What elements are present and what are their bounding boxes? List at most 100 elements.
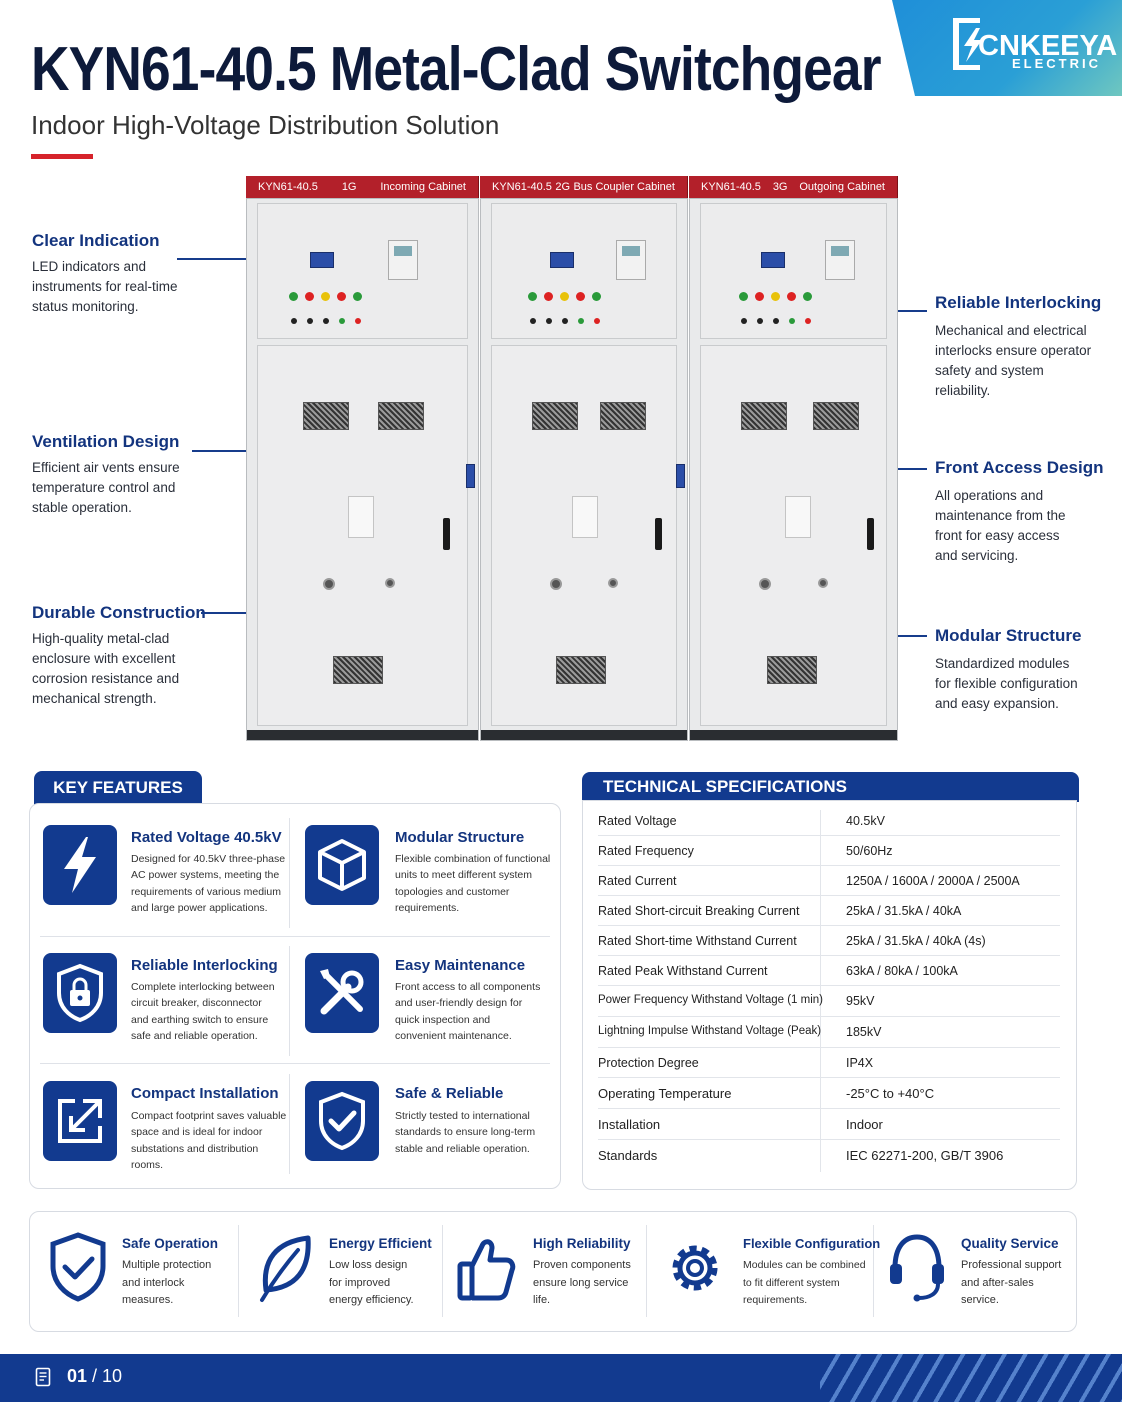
spec-key: Operating Temperature — [598, 1086, 732, 1101]
cabinet-1g-body — [246, 198, 479, 741]
benefit-title: Flexible Configuration — [743, 1236, 881, 1251]
callout-line: All operations and — [935, 488, 1044, 503]
document-frame-icon — [785, 496, 811, 538]
benefit-line: Proven components — [533, 1259, 631, 1271]
callout-line: interlocks ensure operator — [935, 343, 1092, 358]
control-button-icon — [562, 318, 568, 324]
brand-subtitle: ELECTRIC — [1012, 56, 1101, 71]
compact-icon — [43, 1081, 117, 1161]
callout-durable-construction: Durable Construction High-quality metal-… — [32, 603, 206, 709]
callout-title: Clear Indication — [32, 231, 160, 250]
operating-knob-icon — [385, 578, 395, 588]
brand-logo-banner — [892, 0, 1122, 96]
spec-value: 50/60Hz — [846, 844, 893, 858]
page-title: KYN61-40.5 Metal-Clad Switchgear — [31, 35, 881, 104]
indicator-display-icon — [761, 252, 785, 268]
spec-key: Power Frequency Withstand Voltage (1 min… — [598, 994, 823, 1006]
divider — [646, 1225, 647, 1317]
callout-line: High-quality metal-clad — [32, 631, 170, 646]
control-button-icon — [578, 318, 584, 324]
feature-description: Front access to all components and user-… — [395, 979, 540, 1044]
benefit-description: Multiple protection and interlock measur… — [122, 1257, 211, 1310]
led-red-icon — [337, 292, 346, 301]
benefits-strip — [29, 1211, 1077, 1332]
feature-title: Rated Voltage 40.5kV — [131, 829, 282, 846]
document-frame-icon — [348, 496, 374, 538]
interlock-indicator-icon — [676, 464, 685, 488]
callout-line: Mechanical and electrical — [935, 323, 1087, 338]
benefit-line: to fit different system — [743, 1276, 840, 1289]
cabinet-header-1g: KYN61-40.5 1G Incoming Cabinet — [246, 176, 479, 198]
meter-icon — [825, 240, 855, 280]
divider — [289, 946, 290, 1056]
indicator-display-icon — [310, 252, 334, 268]
feature-line: convenient maintenance. — [395, 1029, 512, 1042]
control-button-icon — [741, 318, 747, 324]
feature-line: requirements of various medium — [131, 885, 281, 898]
feature-title: Easy Maintenance — [395, 957, 526, 974]
benefit-title: Safe Operation — [122, 1236, 219, 1251]
spec-value: IEC 62271-200, GB/T 3906 — [846, 1148, 1004, 1163]
door-handle-icon — [655, 518, 662, 550]
document-frame-icon — [572, 496, 598, 538]
feature-line: Flexible combination of functional — [395, 853, 551, 865]
page-separator: / — [87, 1366, 103, 1386]
led-red-icon — [787, 292, 796, 301]
brand-name: CNKEEYA — [978, 30, 1118, 62]
callout-line: enclosure with excellent — [32, 651, 176, 666]
air-vent-icon — [556, 656, 606, 684]
control-button-icon — [789, 318, 795, 324]
led-red-icon — [305, 292, 314, 301]
led-red-icon — [576, 292, 585, 301]
benefit-line: and after-sales — [961, 1276, 1034, 1289]
cabinet-door-panel — [700, 345, 887, 726]
callout-title: Modular Structure — [935, 626, 1082, 645]
callout-line: maintenance from the — [935, 508, 1066, 523]
feature-line: and user-friendly design for — [395, 997, 523, 1010]
check-shield-icon — [305, 1081, 379, 1161]
spec-key: Standards — [598, 1148, 658, 1163]
benefit-line: for improved — [329, 1276, 391, 1289]
spec-row: Power Frequency Withstand Voltage (1 min… — [598, 986, 1060, 1017]
page-indicator: 01 / 10 — [67, 1366, 122, 1387]
callout-leader — [177, 258, 272, 260]
cabinet-3g-body — [689, 198, 898, 741]
benefit-line: Low loss design — [329, 1259, 408, 1271]
cabinet-2g-body — [480, 198, 688, 741]
feature-description: Flexible combination of functional units… — [395, 851, 550, 916]
air-vent-icon — [333, 656, 383, 684]
cabinet-model: KYN61-40.5 — [701, 181, 761, 193]
benefit-line: energy efficiency. — [329, 1294, 414, 1306]
cabinet-base — [690, 730, 897, 740]
operating-knob-icon — [550, 578, 562, 590]
page-subtitle: Indoor High-Voltage Distribution Solutio… — [31, 110, 500, 140]
air-vent-icon — [532, 402, 578, 430]
spec-value: 25kA / 31.5kA / 40kA — [846, 904, 962, 918]
feature-title: Compact Installation — [131, 1085, 279, 1102]
benefit-line: Modules can be combined — [743, 1259, 866, 1271]
lock-shield-icon — [43, 953, 117, 1033]
meter-icon — [388, 240, 418, 280]
callout-line: Standardized modules — [935, 656, 1070, 671]
cabinet-model: KYN61-40.5 — [492, 181, 552, 193]
feature-line: units to meet different system — [395, 869, 532, 882]
headset-icon — [890, 1234, 944, 1302]
spec-key: Rated Frequency — [598, 844, 694, 858]
shield-check-icon — [50, 1232, 106, 1302]
callout-line: for flexible configuration — [935, 676, 1078, 691]
cabinet-name: Bus Coupler Cabinet — [573, 181, 675, 193]
brand-logo-mark-icon — [953, 18, 982, 70]
operating-knob-icon — [323, 578, 335, 590]
benefit-line: and interlock — [122, 1276, 185, 1289]
benefit-line: Multiple protection — [122, 1259, 212, 1271]
control-button-icon — [323, 318, 329, 324]
cabinet-base — [247, 730, 478, 740]
feature-description: Strictly tested to international standar… — [395, 1108, 535, 1157]
spec-value: -25°C to +40°C — [846, 1086, 935, 1101]
feature-line: topologies and customer — [395, 885, 510, 898]
